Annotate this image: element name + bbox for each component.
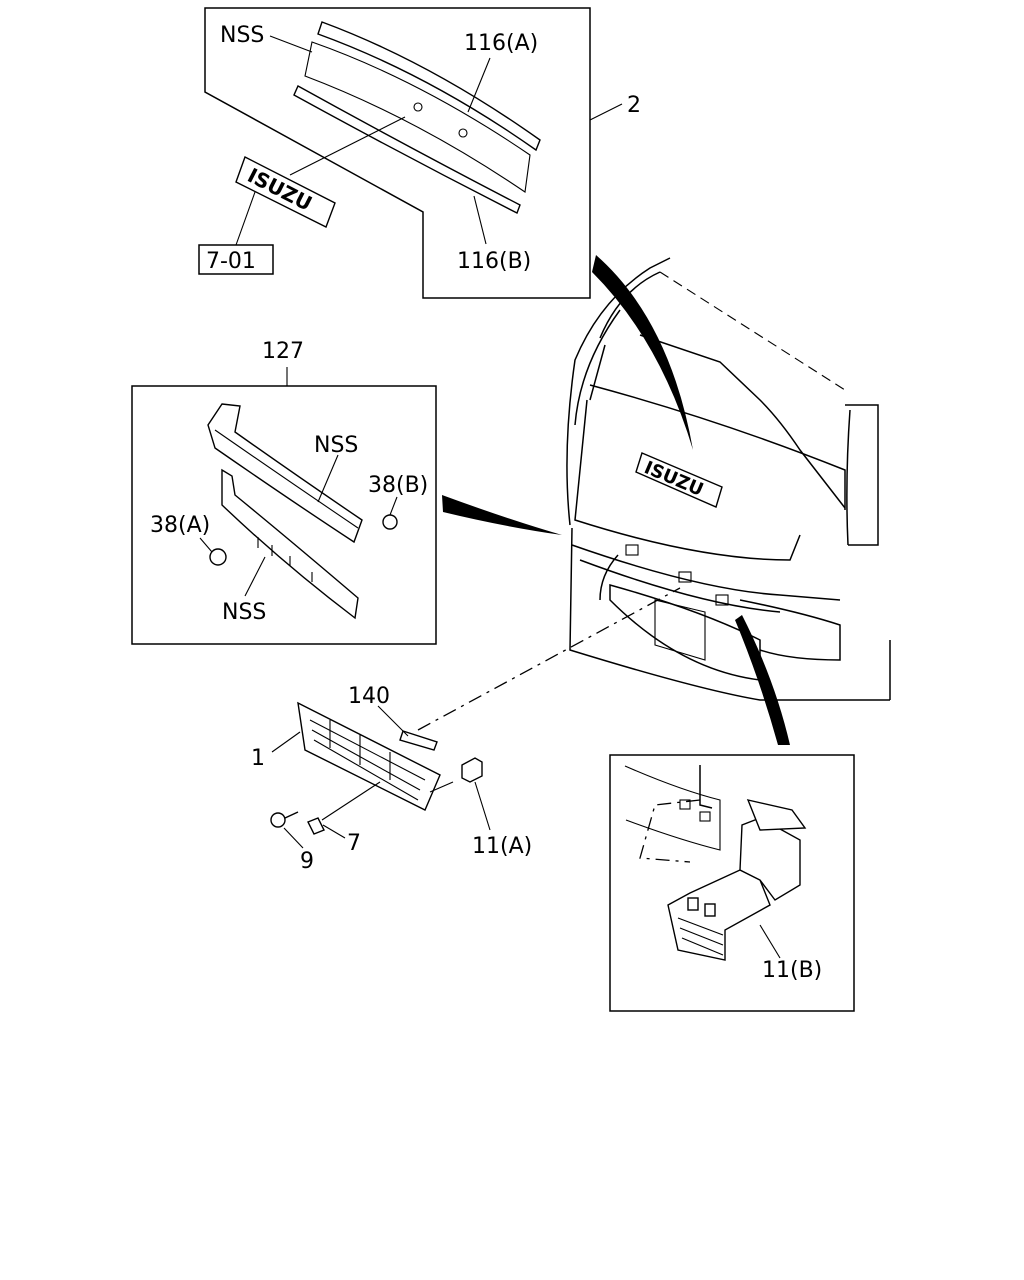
label-7: 7: [347, 831, 361, 856]
grille-assembly: [270, 701, 491, 849]
label-38b: 38(B): [368, 473, 428, 498]
label-nss-mid-top: NSS: [314, 433, 358, 458]
label-116a: 116(A): [464, 31, 538, 56]
label-38a: 38(A): [150, 513, 210, 538]
vehicle-emblem-text: ISUZU: [641, 457, 706, 501]
label-nss-top: NSS: [220, 23, 264, 48]
label-2: 2: [627, 93, 641, 118]
pointer-arrow-bottom-icon: [735, 615, 790, 745]
inset-part-127: [131, 367, 437, 645]
vehicle-front-view: ISUZU: [417, 255, 891, 745]
pointer-arrow-top-icon: [592, 255, 693, 450]
inset-part-11b: [609, 754, 855, 1012]
label-140: 140: [348, 684, 390, 709]
pointer-arrow-middle-icon: [442, 495, 562, 535]
emblem-text: ISUZU: [244, 163, 316, 216]
label-1: 1: [251, 746, 265, 771]
inset-part-2: ISUZU: [198, 7, 623, 299]
isuzu-emblem-icon: ISUZU: [235, 156, 336, 228]
label-127: 127: [262, 339, 304, 364]
label-nss-mid-bot: NSS: [222, 600, 266, 625]
label-9: 9: [300, 849, 314, 874]
label-7-01: 7-01: [206, 249, 256, 274]
label-116b: 116(B): [457, 249, 531, 274]
label-11a: 11(A): [472, 834, 532, 859]
label-11b: 11(B): [762, 958, 822, 983]
